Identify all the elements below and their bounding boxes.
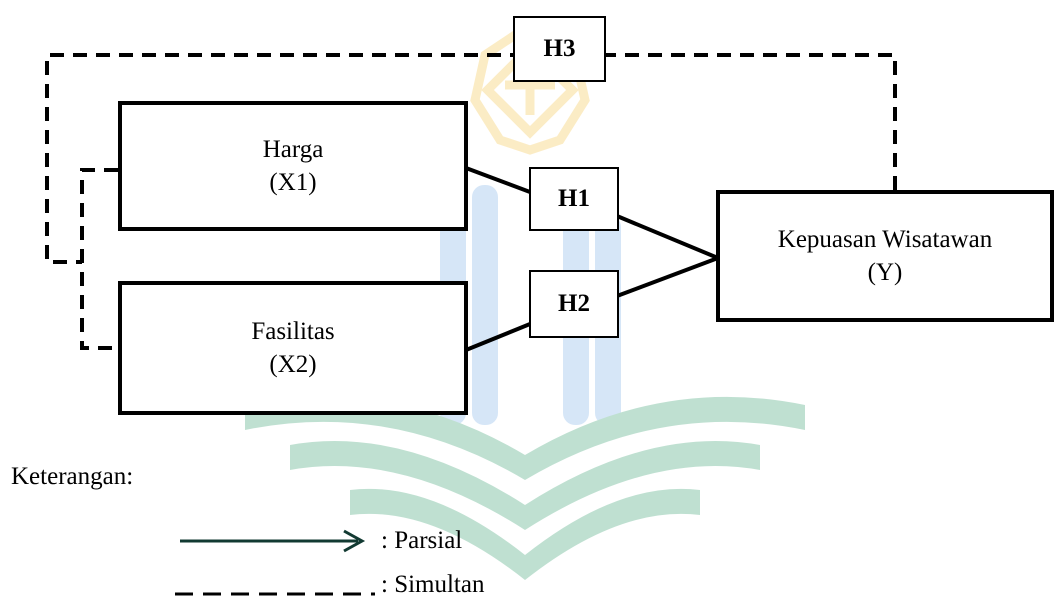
h1-box: H1 [529,167,619,231]
h2-y-line [616,256,719,298]
legend-arrow-icon [180,529,366,553]
harga-code: (X1) [269,169,317,196]
fasilitas-box: Fasilitas (X2) [118,281,468,415]
h1-y-line [616,214,719,260]
h3-box: H3 [513,16,606,82]
fasilitas-h2-line [465,322,531,352]
legend-dashed-line-icon [175,592,375,596]
fasilitas-name: Fasilitas [251,318,335,345]
h3-dashed-line [45,53,897,264]
kepuasan-box: Kepuasan Wisatawan (Y) [716,190,1054,322]
legend-simultaneous-label: : Simultan [381,571,485,598]
fasilitas-code: (X2) [269,351,317,378]
simultaneous-path [45,53,897,350]
watermark-book [245,396,805,580]
harga-box: Harga (X1) [118,101,468,231]
legend-title: Keterangan: [11,463,134,490]
kepuasan-name: Kepuasan Wisatawan [777,226,993,253]
h2-box: H2 [529,270,619,338]
bracket-dashed-line [80,168,118,350]
partial-paths [465,166,719,352]
harga-name: Harga [262,136,324,163]
harga-h1-line [465,166,531,194]
legend-partial-label: : Parsial [381,527,463,554]
kepuasan-code: (Y) [867,259,903,286]
